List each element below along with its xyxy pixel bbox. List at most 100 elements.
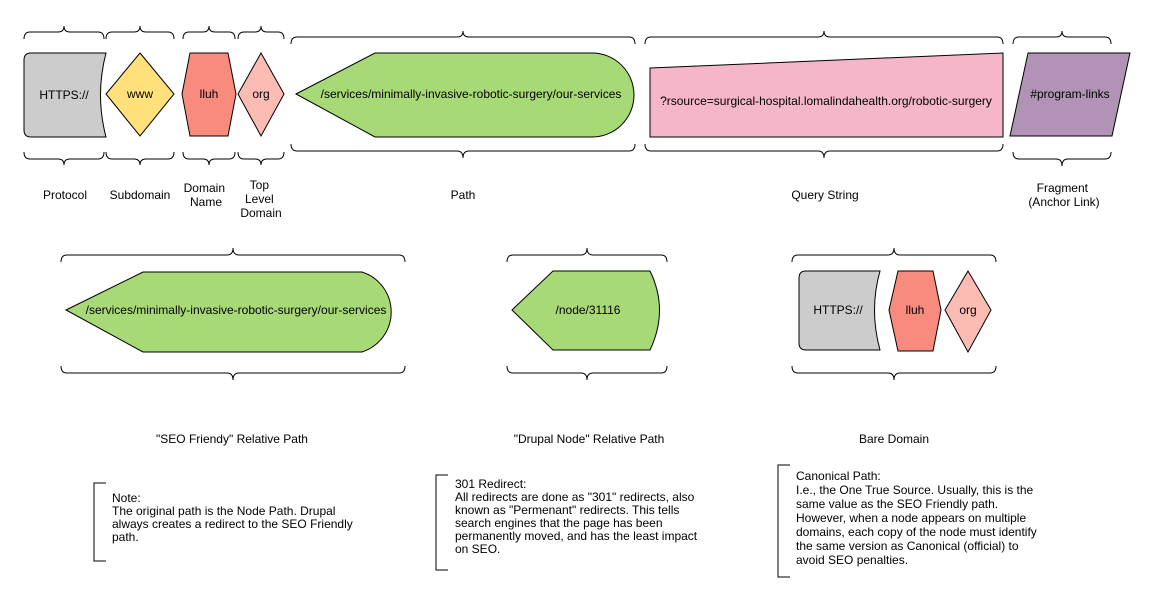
fragment-shape	[1009, 52, 1131, 137]
note-line-1: Note:	[112, 491, 141, 505]
domain-name-shape	[181, 52, 237, 137]
fragment-top-brace	[1012, 30, 1112, 45]
canonical-line-6: the same version as Canonical (official)…	[796, 539, 1019, 553]
query-label: Query String	[791, 188, 858, 202]
fragment-label-line-1: Fragment	[1037, 181, 1089, 195]
tld-label-line-1: Top	[250, 178, 270, 192]
redirect-line-3: known as "Permenant" redirects. This tel…	[455, 503, 679, 517]
bare-domain-domain-shape	[888, 270, 942, 352]
path-label: Path	[451, 188, 476, 202]
query-text: ?rsource=surgical-hospital.lomalindaheal…	[660, 94, 992, 108]
redirect-line-1: 301 Redirect:	[455, 477, 526, 491]
fragment-part: #program-links Fragment (Anchor Link)	[1009, 30, 1131, 209]
seo-path-label: "SEO Friendy" Relative Path	[156, 432, 308, 446]
protocol-shape	[23, 52, 107, 138]
query-top-brace	[644, 30, 1004, 45]
canonical-text: Canonical Path: I.e., the One True Sourc…	[796, 469, 1040, 567]
canonical-line-5: domains, each copy of the node must iden…	[796, 525, 1037, 539]
subdomain-bottom-brace	[105, 151, 175, 166]
path-part: /services/minimally-invasive-robotic-sur…	[290, 30, 636, 202]
subdomain-label-line: Subdomain	[110, 188, 171, 202]
redirect-text: 301 Redirect: All redirects are done as …	[455, 477, 700, 556]
protocol-label-line: Protocol	[43, 188, 87, 202]
path-bottom-brace	[290, 143, 636, 159]
seo-path-top-brace	[60, 247, 406, 263]
tld-label: Top Level Domain	[240, 178, 281, 220]
note-bracket	[93, 482, 106, 562]
note-text: Note: The original path is the Node Path…	[112, 491, 356, 544]
protocol-label: Protocol	[43, 188, 87, 202]
redirect-line-6: on SEO.	[455, 542, 500, 556]
redirect-line-4: search engines that the page has been	[455, 516, 663, 530]
bare-domain-top-brace	[791, 247, 997, 263]
note-line-4: path.	[112, 530, 139, 544]
note-line-3: always creates a redirect to the SEO Fri…	[112, 517, 353, 531]
bare-domain-label: Bare Domain	[859, 432, 929, 446]
path-label-line: Path	[451, 188, 476, 202]
query-label-line: Query String	[791, 188, 858, 202]
redirect-bracket	[435, 474, 448, 571]
domain-name-label-line-2: Name	[190, 195, 222, 209]
subdomain-label: Subdomain	[110, 188, 171, 202]
tld-shape	[237, 51, 285, 138]
drupal-node-label: "Drupal Node" Relative Path	[514, 432, 665, 446]
domain-name-label: Domain Name	[184, 181, 229, 209]
tld-part: org Top Level Domain	[237, 25, 285, 220]
canonical-line-7: avoid SEO penalties.	[796, 553, 908, 567]
bare-domain-protocol-text: HTTPS://	[813, 303, 863, 317]
bare-domain-tld-text: org	[959, 303, 976, 317]
drupal-node-group: /node/31116 "Drupal Node" Relative Path	[506, 247, 668, 446]
note-annotation: Note: The original path is the Node Path…	[93, 482, 356, 562]
domain-name-top-brace	[182, 25, 236, 40]
protocol-top-brace	[23, 25, 105, 40]
canonical-line-3: same value as the SEO Friendly path.	[796, 497, 998, 511]
drupal-node-top-brace	[506, 247, 668, 263]
drupal-node-bottom-brace	[506, 365, 668, 381]
canonical-line-1: Canonical Path:	[796, 469, 881, 483]
path-shape	[294, 52, 635, 138]
seo-path-group: /services/minimally-invasive-robotic-sur…	[60, 247, 406, 446]
seo-path-bottom-brace	[60, 365, 406, 381]
bare-domain-group: HTTPS:// lluh org Bare Domain	[791, 247, 997, 446]
query-part: ?rsource=surgical-hospital.lomalindaheal…	[644, 30, 1004, 202]
canonical-bracket	[777, 464, 790, 578]
tld-top-brace	[237, 25, 285, 40]
bare-domain-tld-shape	[944, 270, 992, 354]
domain-name-label-line-1: Domain	[184, 181, 225, 195]
tld-bottom-brace	[237, 151, 285, 166]
canonical-line-2: I.e., the One True Source. Usually, this…	[796, 483, 1034, 497]
seo-path-text: /services/minimally-invasive-robotic-sur…	[86, 303, 387, 317]
fragment-bottom-brace	[1012, 151, 1112, 167]
subdomain-top-brace	[105, 25, 175, 40]
bare-domain-protocol-shape	[798, 270, 881, 351]
canonical-line-4: However, when a node appears on multiple	[796, 511, 1026, 525]
protocol-bottom-brace	[23, 151, 105, 166]
redirect-line-5: permanently moved, and has the least imp…	[455, 529, 698, 543]
subdomain-shape	[105, 52, 175, 137]
protocol-text: HTTPS://	[39, 88, 89, 102]
fragment-text: #program-links	[1030, 87, 1109, 101]
tld-label-line-2: Level	[245, 192, 274, 206]
drupal-node-text: /node/31116	[556, 303, 621, 317]
path-text: /services/minimally-invasive-robotic-sur…	[321, 87, 622, 101]
subdomain-part: www Subdomain	[105, 25, 175, 202]
fragment-label: Fragment (Anchor Link)	[1028, 181, 1099, 209]
redirect-line-2: All redirects are done as "301" redirect…	[455, 490, 695, 504]
bare-domain-domain-text: lluh	[906, 303, 925, 317]
domain-name-text: lluh	[200, 87, 219, 101]
query-bottom-brace	[644, 143, 1004, 159]
subdomain-text: www	[126, 87, 153, 101]
domain-name-bottom-brace	[182, 151, 236, 166]
redirect-annotation: 301 Redirect: All redirects are done as …	[435, 474, 700, 571]
tld-label-line-3: Domain	[240, 206, 281, 220]
path-top-brace	[290, 30, 636, 45]
tld-text: org	[252, 87, 269, 101]
protocol-part: HTTPS:// Protocol	[23, 25, 107, 202]
seo-path-shape	[64, 271, 392, 353]
canonical-annotation: Canonical Path: I.e., the One True Sourc…	[777, 464, 1040, 578]
query-shape	[649, 52, 1004, 138]
drupal-node-shape	[511, 270, 660, 351]
note-line-2: The original path is the Node Path. Drup…	[112, 504, 335, 518]
fragment-label-line-2: (Anchor Link)	[1028, 195, 1099, 209]
